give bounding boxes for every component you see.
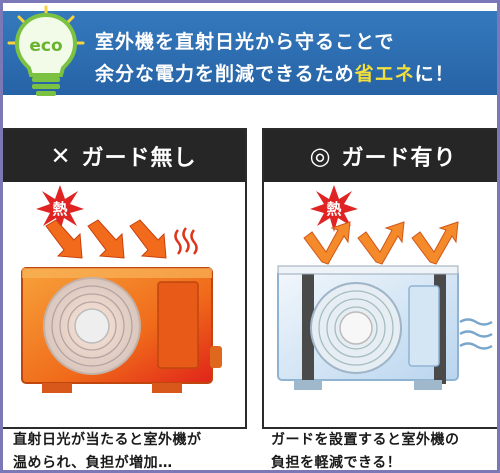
heat-waves-icon bbox=[174, 227, 198, 255]
sun-ray-arrow-2 bbox=[87, 219, 125, 259]
no-guard-title: ガード無し bbox=[81, 146, 197, 171]
banner-line-2: 余分な電力を削減できるため省エネに！ bbox=[95, 59, 455, 86]
with-guard-caption-line-2: 負担を軽減できる！ bbox=[271, 455, 402, 471]
no-guard-caption-line-2: 温められ、負担が増加… bbox=[13, 455, 173, 471]
with-guard-panel: ◎ ガード有り 熱 bbox=[262, 128, 497, 429]
banner-line-2-suffix: に！ bbox=[414, 63, 455, 85]
sun-ray-arrow-3 bbox=[129, 219, 167, 259]
hot-unit-illustration: 熱 bbox=[21, 185, 222, 393]
no-guard-panel: ✕ ガード無し 熱 bbox=[3, 128, 247, 429]
banner-line-2-prefix: 余分な電力を削減できるため bbox=[95, 63, 355, 85]
cool-air-icon bbox=[459, 318, 493, 350]
eco-banner: eco 室外機を直射日光から守ることで 余分な電力を削減できるため省エネに！ bbox=[3, 3, 497, 103]
no-guard-header: ✕ ガード無し bbox=[3, 130, 245, 182]
sun-burst-icon: 熱 bbox=[310, 185, 358, 232]
sun-ray-arrow-1 bbox=[45, 219, 83, 259]
guarded-unit-illustration: 熱 bbox=[277, 185, 493, 390]
reflect-arrow-2 bbox=[357, 221, 405, 265]
banner-strip bbox=[3, 11, 497, 95]
double-circle-icon: ◎ bbox=[309, 142, 332, 170]
reflect-arrow-1 bbox=[303, 221, 351, 265]
reflect-arrow-3 bbox=[411, 221, 459, 265]
heat-label: 熱 bbox=[326, 200, 341, 218]
with-guard-caption-line-1: ガードを設置すると室外機の bbox=[271, 432, 460, 448]
sun-burst-icon: 熱 bbox=[36, 185, 84, 232]
cross-icon: ✕ bbox=[50, 142, 72, 170]
heat-label: 熱 bbox=[52, 200, 67, 218]
eco-label: eco bbox=[29, 36, 62, 56]
no-guard-caption: 直射日光が当たると室外機が 温められ、負担が増加… bbox=[13, 429, 253, 471]
eco-bulb-icon: eco bbox=[7, 5, 85, 96]
no-guard-caption-line-1: 直射日光が当たると室外機が bbox=[13, 432, 202, 448]
with-guard-title: ガード有り bbox=[341, 146, 457, 171]
with-guard-caption: ガードを設置すると室外機の 負担を軽減できる！ bbox=[271, 429, 497, 471]
with-guard-header: ◎ ガード有り bbox=[264, 130, 497, 182]
banner-line-1: 室外機を直射日光から守ることで bbox=[95, 31, 395, 53]
banner-highlight: 省エネ bbox=[354, 63, 415, 85]
